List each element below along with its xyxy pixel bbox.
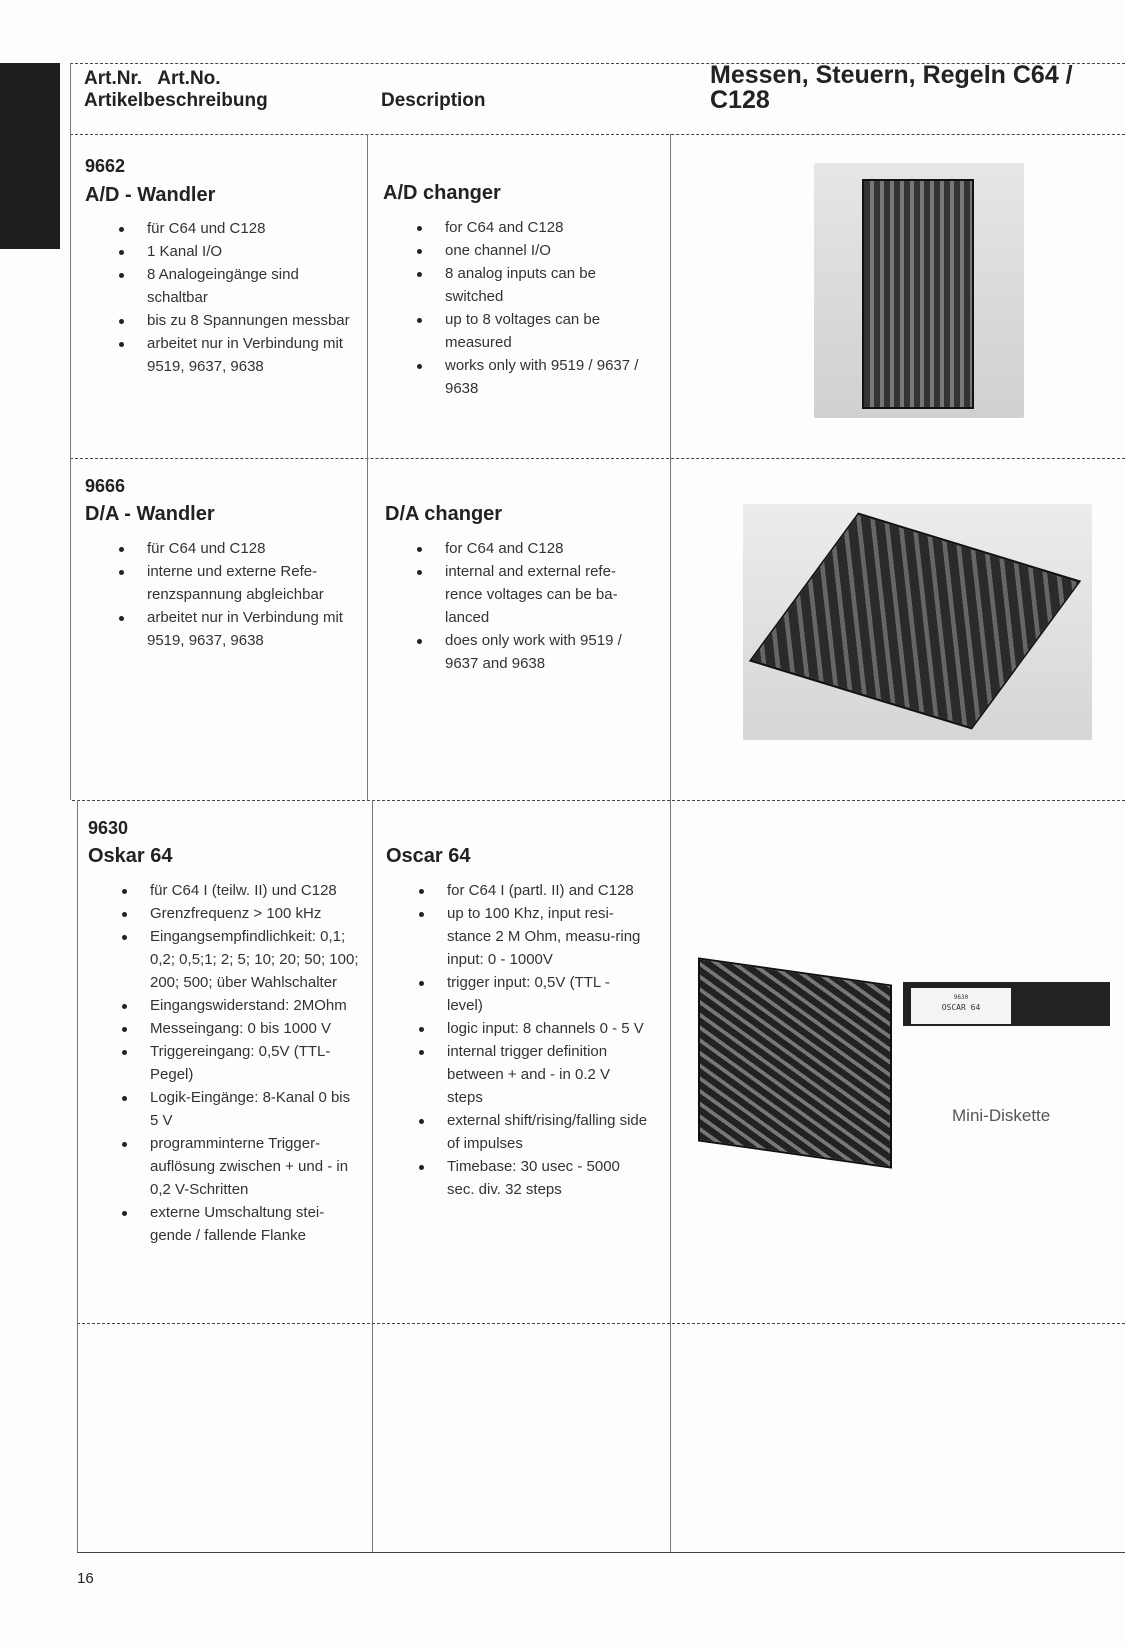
- bullet-item: internal trigger definition between + an…: [419, 1040, 649, 1109]
- bullet-item: externe Umschaltung stei-gende / fallend…: [122, 1201, 362, 1247]
- bullet-item: Triggereingang: 0,5V (TTL-Pegel): [122, 1040, 362, 1086]
- divider: [70, 63, 71, 800]
- bullet-item: bis zu 8 Spannungen messbar: [119, 309, 359, 332]
- bullet-item: does only work with 9519 / 9637 and 9638: [417, 629, 647, 675]
- bullet-item: for C64 and C128: [417, 537, 647, 560]
- page-number: 16: [77, 1570, 94, 1587]
- da-board-photo: [743, 504, 1092, 740]
- item-number: 9662: [85, 156, 126, 176]
- divider: [70, 134, 1125, 135]
- bullet-item: 8 analog inputs can be switched: [417, 262, 657, 308]
- bullet-item: up to 8 voltages can be measured: [417, 308, 657, 354]
- item-name-en: D/A changer: [385, 503, 503, 525]
- item-number: 9630: [88, 818, 129, 838]
- divider: [77, 1323, 1125, 1324]
- bullet-item: Grenzfrequenz > 100 kHz: [122, 902, 362, 925]
- header-artnr: Art.Nr. Art.No.: [84, 68, 221, 89]
- divider: [70, 458, 1125, 459]
- item-name-de: Oskar 64: [88, 845, 173, 867]
- divider: [367, 134, 368, 800]
- bullet-item: 8 Analogeingänge sind schaltbar: [119, 263, 359, 309]
- bullet-item: for C64 and C128: [417, 216, 657, 239]
- bullet-item: für C64 I (teilw. II) und C128: [122, 879, 362, 902]
- bullet-item: Eingangswiderstand: 2MOhm: [122, 994, 362, 1017]
- divider: [372, 800, 373, 1552]
- bullet-item: Logik-Eingänge: 8-Kanal 0 bis 5 V: [122, 1086, 362, 1132]
- bullet-item: trigger input: 0,5V (TTL - level): [419, 971, 649, 1017]
- bullet-item: für C64 und C128: [119, 537, 359, 560]
- item-name-de: A/D - Wandler: [85, 184, 216, 206]
- bullet-item: works only with 9519 / 9637 / 9638: [417, 354, 657, 400]
- bullet-item: Messeingang: 0 bis 1000 V: [122, 1017, 362, 1040]
- bullet-item: Timebase: 30 usec - 5000 sec. div. 32 st…: [419, 1155, 649, 1201]
- ad-board-photo: [814, 163, 1024, 418]
- divider: [77, 800, 78, 1552]
- item-name-en: A/D changer: [383, 182, 501, 204]
- header-description: Description: [381, 90, 486, 111]
- bullet-item: internal and external refe-rence voltage…: [417, 560, 647, 629]
- bullet-item: programminterne Trigger-auflösung zwisch…: [122, 1132, 362, 1201]
- diskette-caption: Mini-Diskette: [952, 1106, 1051, 1125]
- bullet-item: one channel I/O: [417, 239, 657, 262]
- bullet-item: arbeitet nur in Verbindung mit 9519, 963…: [119, 606, 359, 652]
- divider: [77, 1552, 1125, 1553]
- item-name-en: Oscar 64: [386, 845, 471, 867]
- bullet-item: logic input: 8 channels 0 - 5 V: [419, 1017, 649, 1040]
- bullet-item: external shift/rising/falling side of im…: [419, 1109, 649, 1155]
- divider: [72, 800, 1125, 801]
- divider: [70, 63, 1125, 64]
- bullet-item: arbeitet nur in Verbindung mit 9519, 963…: [119, 332, 359, 378]
- page-title: Messen, Steuern, Regeln C64 /C128: [710, 61, 1073, 114]
- item-number: 9666: [85, 476, 126, 496]
- bullet-item: interne und externe Refe-renzspannung ab…: [119, 560, 359, 606]
- bullet-item: für C64 und C128: [119, 217, 359, 240]
- bullet-item: 1 Kanal I/O: [119, 240, 359, 263]
- bullet-item: up to 100 Khz, input resi-stance 2 M Ohm…: [419, 902, 649, 971]
- oscar-board-photo: [688, 957, 903, 1169]
- divider: [670, 134, 671, 1552]
- item-name-de: D/A - Wandler: [85, 503, 215, 525]
- header-artikelbeschreibung: Artikelbeschreibung: [84, 90, 268, 111]
- bullet-item: Eingangsempfindlichkeit: 0,1; 0,2; 0,5;1…: [122, 925, 362, 994]
- section-tab: [0, 63, 60, 249]
- bullet-item: for C64 I (partl. II) and C128: [419, 879, 649, 902]
